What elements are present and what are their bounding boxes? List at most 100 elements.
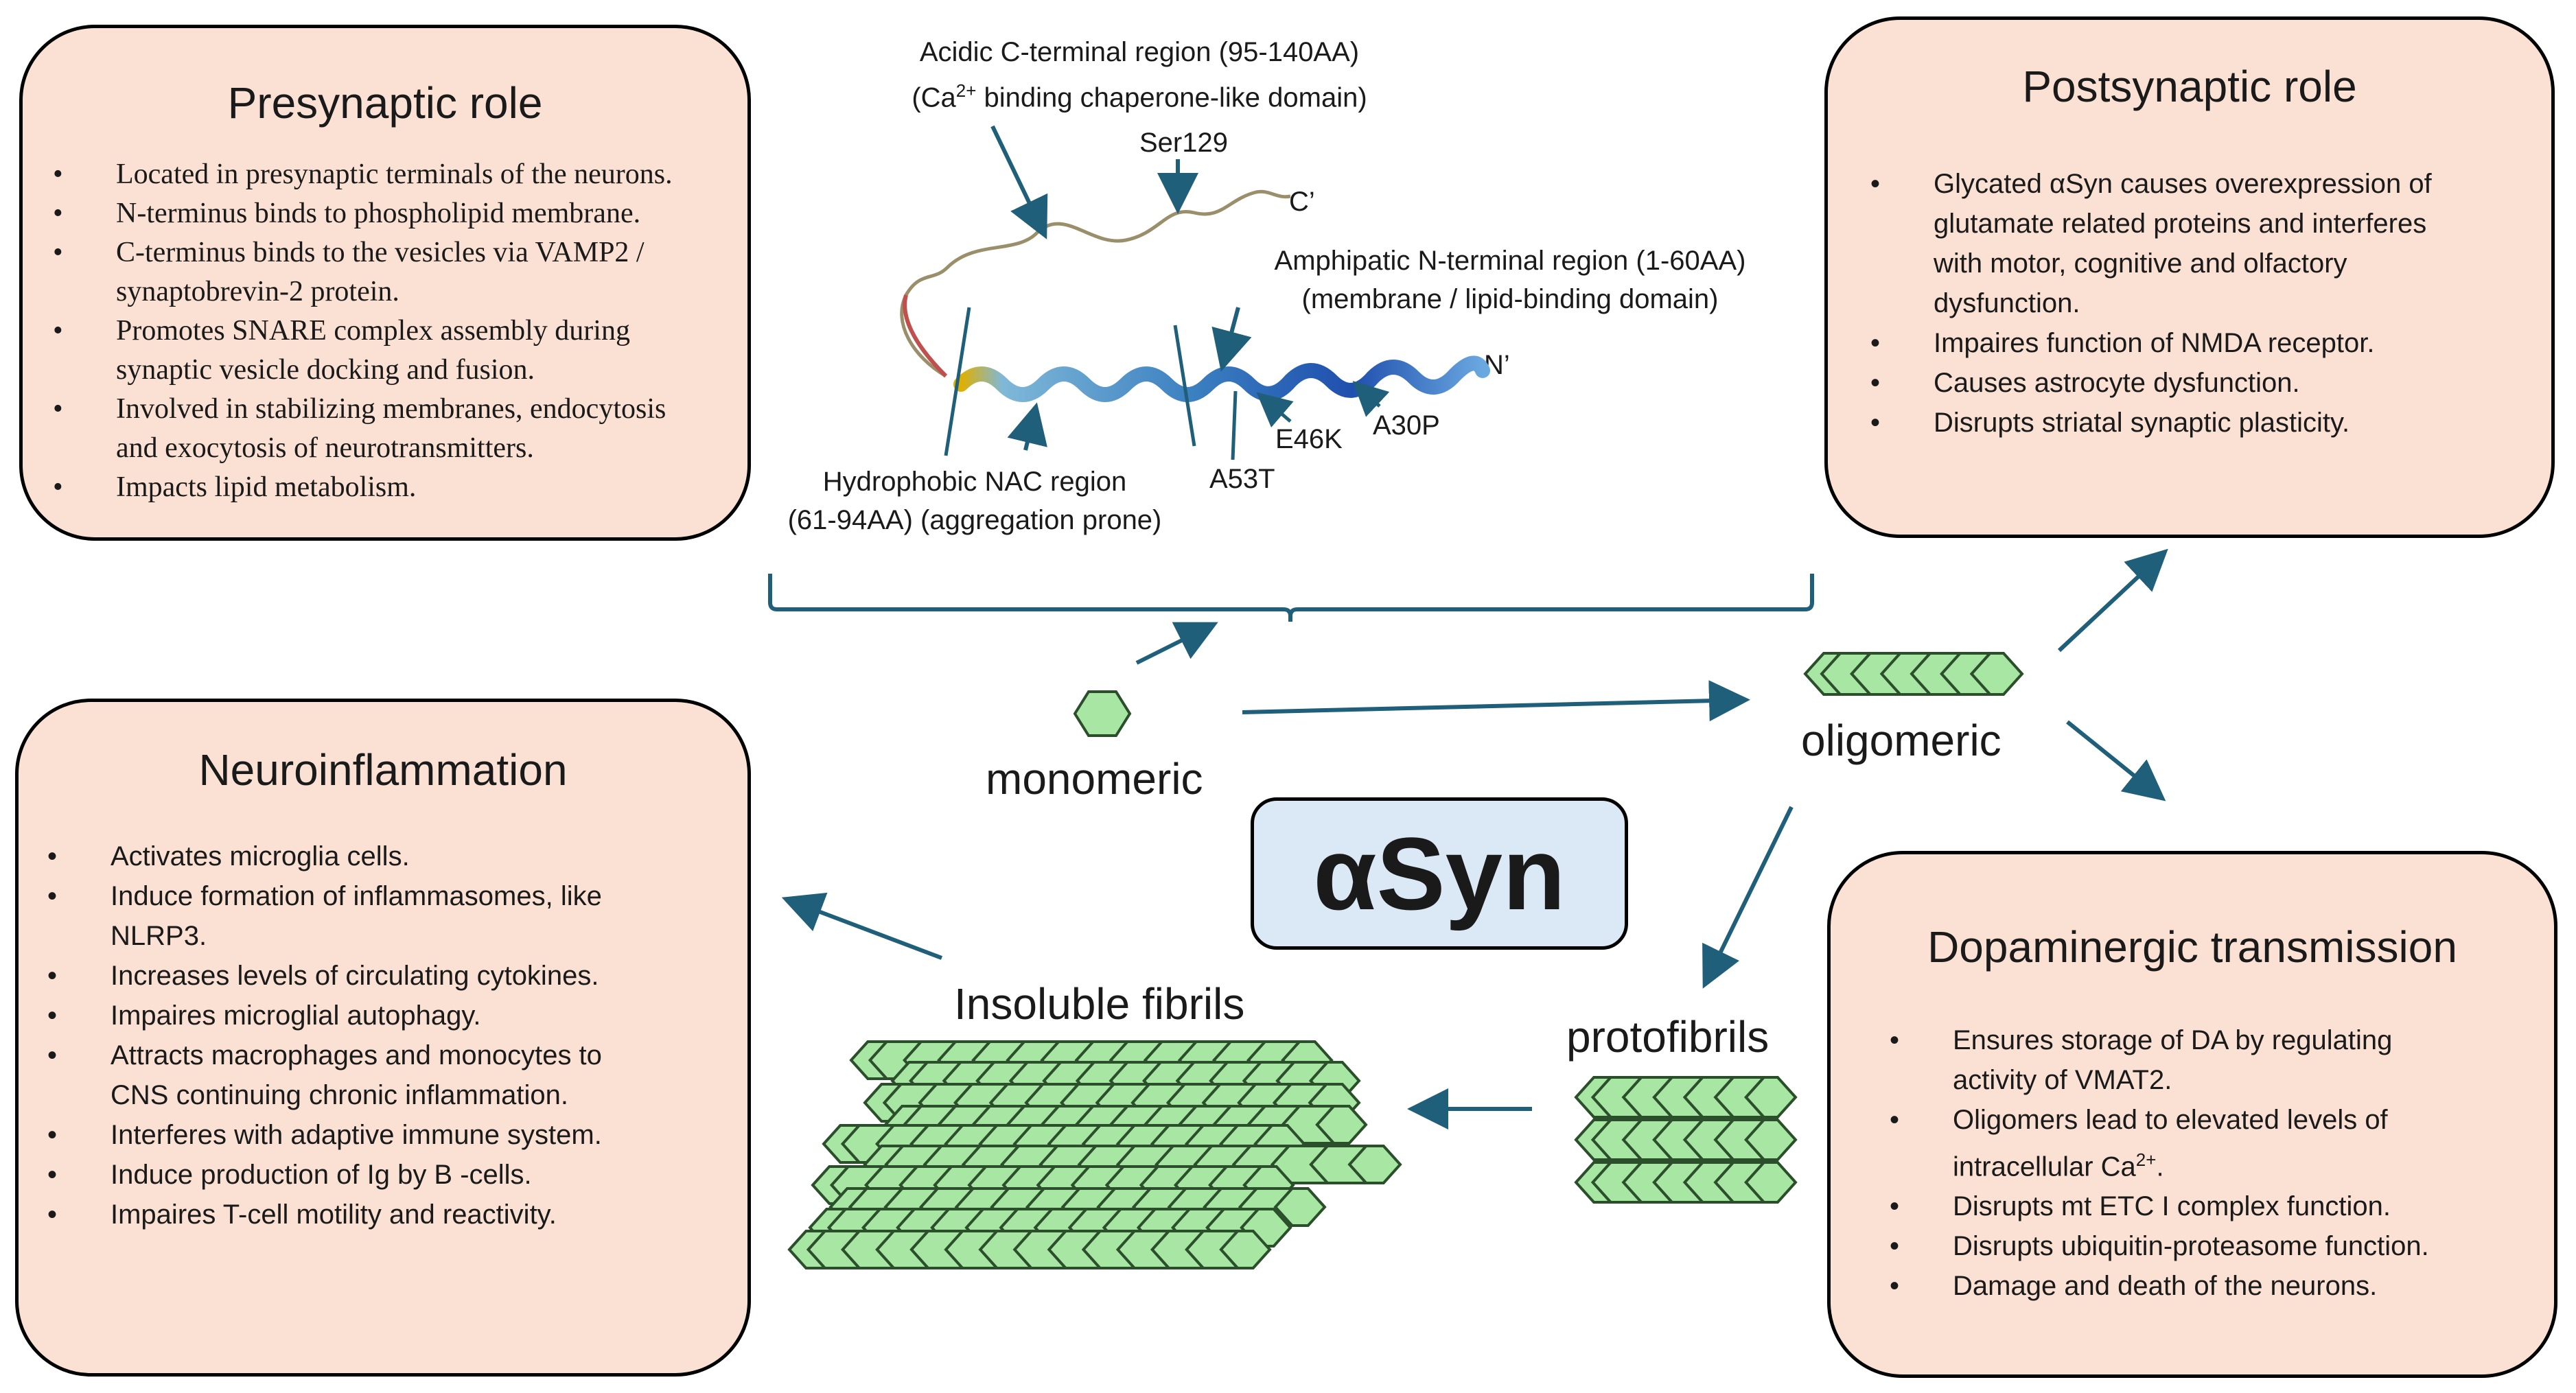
dopaminergic-title: Dopaminergic transmission [1927,922,2457,972]
protofibril-row-chevron [1682,1119,1704,1161]
neuroinflammation-item: Activates microglia cells. [47,836,602,876]
fibril-row-chevron [1012,1230,1032,1269]
protein-bracket [768,574,1814,622]
monomer-to-oligomer-arrow [1242,680,1750,722]
protofibrils-stack [1574,1076,1798,1204]
dopaminergic-item: Disrupts ubiquitin-proteasome function. [1890,1226,2429,1266]
fibril-row-chevron [1047,1230,1067,1269]
presynaptic-list: Located in presynaptic terminals of the … [53,155,673,507]
neuroinflammation-title: Neuroinflammation [198,745,568,795]
postsynaptic-item-continued: glutamate related proteins and interfere… [1934,209,2427,239]
postsynaptic-item: Causes astrocyte dysfunction. [1870,363,2432,403]
fibril-row-chevron [1315,1105,1335,1145]
oligomer-to-dopaminergic-arrow [2066,720,2166,801]
dopaminergic-item-continued: activity of VMAT2. [1953,1065,2172,1095]
monomer-unit [1073,690,1132,737]
acidic-region-arrow [990,125,1048,239]
protofibril-row-chevron [1652,1076,1673,1119]
nac-right-separator [1173,325,1196,447]
nac-left-separator [944,307,971,456]
protofibril-row-chevron [1621,1161,1643,1204]
e46k-label: E46K [1275,424,1343,454]
fibril-row-chevron [1219,1230,1239,1269]
insoluble-fibrils-stack [787,1040,1402,1269]
neuroinflammation-item-continued: CNS continuing chronic inflammation. [111,1080,568,1110]
acidic-line2-post: binding chaperone-like domain) [976,82,1367,113]
fibril-row [787,1230,1272,1269]
fibril-row-chevron [909,1230,929,1269]
postsynaptic-item-continued: dysfunction. [1934,288,2080,318]
protofibril-row-chevron [1744,1119,1765,1161]
acidic-line2-pre: (Ca [912,82,956,113]
acidic-sup: 2+ [955,80,977,101]
dopaminergic-box: Dopaminergic transmission Ensures storag… [1827,851,2557,1378]
dopaminergic-item: Disrupts mt ETC I complex function. [1890,1186,2429,1226]
dopaminergic-item: Ensures storage of DA by regulating [1890,1020,2429,1060]
oligomer-unit-chevron [1879,652,1901,696]
fibril-row-chevron [978,1230,998,1269]
oligomer-chain [1803,652,2024,696]
oligomer-unit-chevron [1849,652,1872,696]
amphipatic-region-label: Amphipatic N-terminal region (1-60AA) (m… [1222,242,1798,318]
protein-helix [953,355,1490,402]
protofibril-row-chevron [1713,1161,1734,1204]
postsynaptic-item: Impaires function of NMDA receptor. [1870,323,2432,363]
c-terminal-coil [900,189,1291,378]
protofibril-row-chevron [1621,1076,1643,1119]
ca-superscript: 2+ [2135,1149,2157,1170]
oligomer-unit-chevron [1939,652,1962,696]
protofibril-row-chevron [1590,1119,1612,1161]
e46k-arrow [1256,392,1294,428]
dopaminergic-item: Damage and death of the neurons. [1890,1266,2429,1306]
fibril-row-chevron [944,1230,964,1269]
nac-line1: Hydrophobic NAC region [822,467,1127,497]
acidic-region-label: Acidic C-terminal region (95-140AA) (Ca2… [858,33,1421,117]
presynaptic-role-box: Presynaptic role Located in presynaptic … [19,25,751,541]
protofibril-row-chevron [1744,1161,1765,1204]
postsynaptic-item: Disrupts striatal synaptic plasticity. [1870,403,2432,443]
monomer-hexagon [1073,690,1132,737]
neuroinflammation-item: Induce formation of inflammasomes, like [47,876,602,916]
amphipatic-line1: Amphipatic N-terminal region (1-60AA) [1274,246,1746,276]
dopaminergic-item: Oligomers lead to elevated levels of [1890,1100,2429,1140]
fibril-row-chevron [1081,1230,1102,1269]
ca-suffix: . [2156,1151,2164,1182]
neuroinflammation-item: Interferes with adaptive immune system. [47,1115,602,1155]
a53t-pointer [1231,390,1238,460]
presynaptic-item-continued: synaptobrevin-2 protein. [116,276,399,307]
neuroinflammation-item: Induce production of Ig by B -cells. [47,1155,602,1195]
acidic-line2: (Ca2+ binding chaperone-like domain) [858,71,1421,117]
presynaptic-item-continued: synaptic vesicle docking and fusion. [116,354,535,386]
fibril-row-chevron [1115,1230,1136,1269]
fibrils-to-neuroinflammation-arrow [781,892,943,960]
protofibril-row-chevron [1682,1161,1704,1204]
c-terminus-label: C’ [1289,187,1315,217]
fibril-row-chevron [1150,1230,1170,1269]
fibril-row-chevron [1309,1145,1329,1184]
acidic-line1: Acidic C-terminal region (95-140AA) [919,37,1360,67]
oligomer-to-postsynaptic-arrow [2057,548,2168,653]
presynaptic-item: Impacts lipid metabolism. [53,468,673,507]
neuroinflammation-item: Increases levels of circulating cytokine… [47,956,602,996]
fibril-row-chevron [806,1230,826,1269]
amphipatic-region-arrow [1211,307,1252,372]
fibril-row-chevron [875,1230,895,1269]
insoluble-fibrils-label: Insoluble fibrils [954,979,1245,1029]
neuroinflammation-item: Impaires T-cell motility and reactivity. [47,1195,602,1234]
oligomer-unit-chevron [1910,652,1931,696]
nac-region-arrow [1007,402,1047,451]
neuroinflammation-item: Impaires microglial autophagy. [47,996,602,1035]
dopaminergic-item-continued: intracellular Ca2+. [1953,1140,2429,1186]
fibril-row-chevron [868,1040,888,1080]
amphipatic-line2: (membrane / lipid-binding domain) [1301,284,1719,314]
presynaptic-item: Involved in stabilizing membranes, endoc… [53,390,673,429]
oligomer-unit [1803,652,2024,696]
postsynaptic-item: Glycated αSyn causes overexpression of [1870,164,2432,204]
protofibril-row-chevron [1590,1076,1612,1119]
fibril-row-chevron [1185,1230,1205,1269]
neuroinflammation-item-continued: NLRP3. [111,921,207,951]
c-terminal-coil-red-segment [903,294,948,378]
protofibril-row-chevron [1713,1119,1734,1161]
postsynaptic-item-continued: with motor, cognitive and olfactory [1934,248,2347,279]
